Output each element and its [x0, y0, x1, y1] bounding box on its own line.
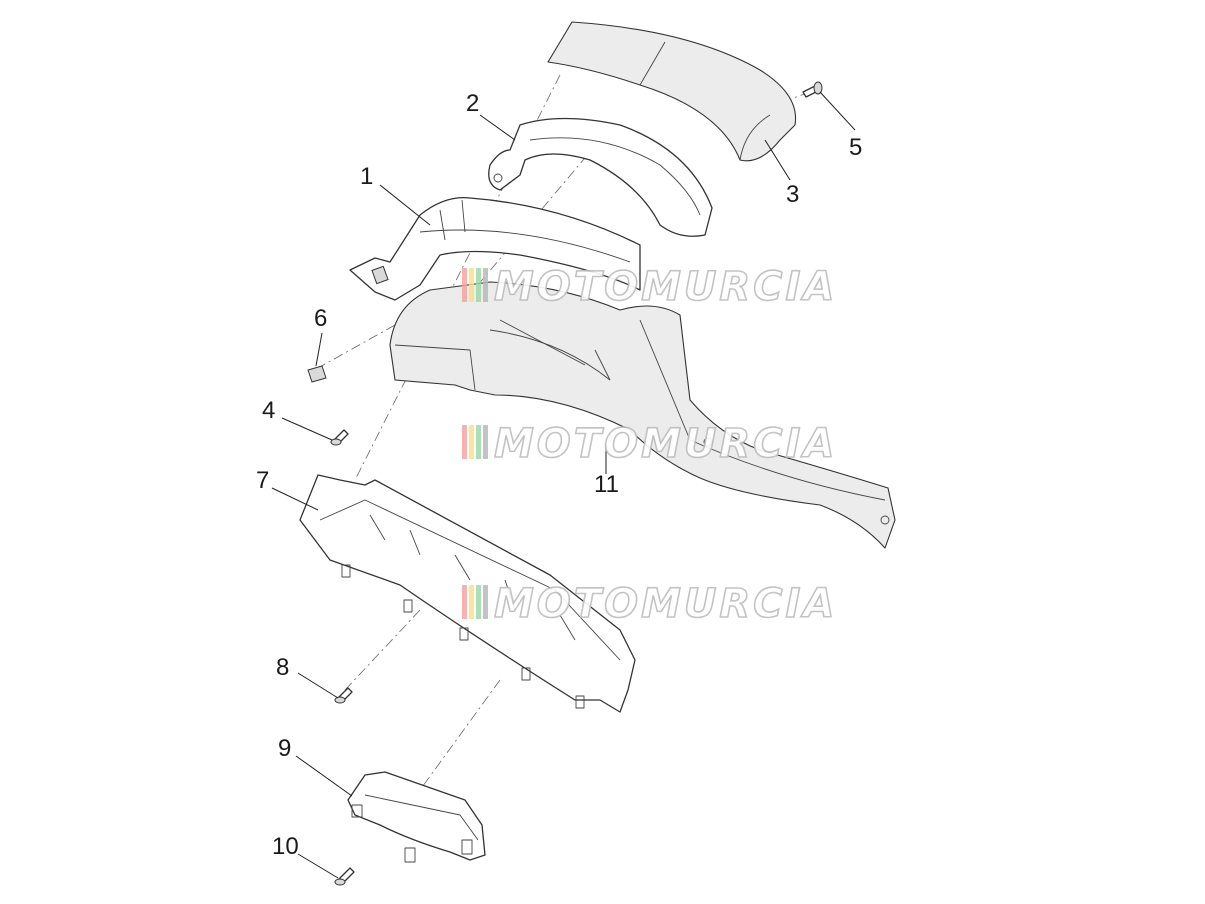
part-label-9: 9 — [278, 735, 291, 762]
watermark-stripe — [469, 268, 474, 302]
part-7-instrument-panel — [299, 474, 636, 713]
part-label-10: 10 — [272, 833, 299, 860]
watermark-text: MOTOMURCIA — [494, 581, 837, 627]
part-5-screw — [802, 81, 823, 98]
watermark-text: MOTOMURCIA — [494, 264, 837, 310]
watermark-stripe — [469, 585, 474, 619]
part-3-top-cover — [547, 21, 797, 162]
part-label-6: 6 — [314, 305, 327, 332]
watermark-stripe — [483, 585, 488, 619]
watermark-stripe — [462, 425, 467, 459]
part-number-labels: 1 2 3 4 5 6 7 8 9 10 11 — [256, 90, 862, 860]
leader-lines — [271, 91, 856, 879]
watermark-top: MOTOMURCIA — [462, 263, 837, 311]
watermark-logo-stripes — [462, 425, 488, 459]
part-10-screw — [334, 867, 355, 886]
watermark-stripe — [483, 425, 488, 459]
watermark-stripe — [469, 425, 474, 459]
part-11-main-housing — [389, 281, 896, 549]
watermark-logo-stripes — [462, 585, 488, 619]
part-9-small-module — [347, 771, 486, 863]
part-label-1: 1 — [360, 163, 373, 190]
watermark-logo-stripes — [462, 268, 488, 302]
part-label-5: 5 — [849, 134, 862, 161]
watermark-stripe — [476, 425, 481, 459]
watermark-bottom: MOTOMURCIA — [462, 580, 837, 628]
watermark-middle: MOTOMURCIA — [462, 420, 837, 468]
part-label-11: 11 — [594, 471, 619, 498]
part-label-3: 3 — [786, 181, 799, 208]
part-label-8: 8 — [276, 654, 289, 681]
watermark-stripe — [476, 585, 481, 619]
part-4-screw — [330, 429, 349, 446]
watermark-stripe — [483, 268, 488, 302]
part-label-7: 7 — [256, 467, 269, 494]
part-label-4: 4 — [262, 397, 275, 424]
part-1-inner-cover — [349, 196, 641, 301]
watermark-stripe — [476, 268, 481, 302]
part-label-2: 2 — [466, 90, 479, 117]
watermark-text: MOTOMURCIA — [494, 421, 837, 467]
part-2-frame — [488, 117, 713, 237]
part-6-clip — [307, 365, 327, 383]
watermark-stripe — [462, 268, 467, 302]
part-8-screw — [334, 687, 353, 704]
watermark-stripe — [462, 585, 467, 619]
